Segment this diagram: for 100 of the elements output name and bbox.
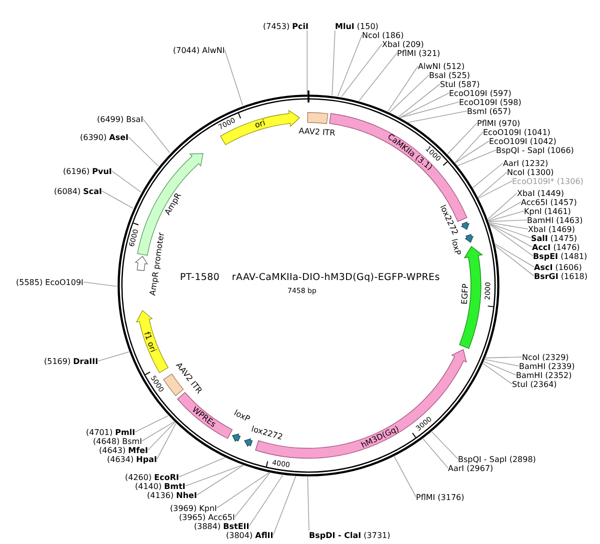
site-label: BamHI (1463) [527,216,583,224]
leader-line [484,359,520,366]
site-label: (3969) KpnI [170,504,217,512]
leader-line [482,362,512,384]
site-label: XbaI (209) [382,40,424,48]
site-label: BspDI - ClaI (3731) [309,530,390,540]
leader-line [142,118,170,154]
leader-line [307,476,310,531]
site-label: BsrGI (1618) [534,272,588,280]
leader-line [454,140,490,164]
site-label: EcoO109I (1042) [489,136,556,146]
leader-line [487,192,518,220]
site-label: XbaI (1449) [517,188,564,198]
site-label: (6390) AseI [80,132,129,142]
leader-line [196,464,244,496]
leader-line [482,360,516,376]
site-label: NcoI (186) [362,30,404,40]
leader-line [454,132,484,164]
site-label: (5169) DraIII [44,356,98,366]
leader-line [332,30,336,96]
leader-line [388,66,418,112]
feature-label: loxP [232,408,252,424]
leader-line [400,92,450,118]
site-label: EcoO109I* (1306) [512,176,584,186]
leader-line [484,356,522,358]
site-label: (3884) BstEII [194,522,250,530]
site-label: (7044) AlwNI [173,46,225,54]
leader-line [400,102,460,118]
site-label: (4140) BmtI [135,482,186,490]
site-label: AscI (1606) [534,262,582,272]
leader-line [248,474,284,526]
leader-line [488,202,522,222]
leader-line [98,352,130,362]
feature-label: AAV2 ITR [298,126,336,138]
site-label: AccI (1476) [532,242,580,252]
leader-line [398,84,440,118]
leader-line [337,34,362,97]
site-label: AarI (2967) [448,464,494,472]
site-label: StuI (587) [440,80,480,88]
feature-label: f1 ori [142,330,158,353]
site-label: NcoI (2329) [522,352,569,362]
leader-line [102,190,134,209]
leader-line [447,122,478,155]
feature-label: loxP [450,238,463,256]
leader-line [457,150,496,166]
leader-line [216,472,270,508]
site-label: (7453) PciI [263,22,308,30]
site-label: (6499) BsaI [97,114,144,124]
leader-line [488,210,524,222]
leader-line [178,456,226,478]
leader-line [488,222,532,238]
site-label: (3965) Acc65I [179,512,235,522]
site-label: XbaI (1469) [528,224,575,234]
leader-line [488,224,534,256]
leader-line [224,50,244,106]
site-label: (4643) MfeI [99,446,148,454]
site-label: BsmI (657) [467,106,511,116]
leader-line [341,44,382,98]
feature-label: EGFP [460,283,470,304]
site-label: BspQI - SapI (2898) [458,454,536,464]
site-label: AlwNI (512) [418,62,465,70]
leader-line [478,180,512,199]
site-label: EcoO109I (1041) [483,128,550,136]
leader-line [494,243,534,268]
site-label: (4701) PmlI [86,428,136,436]
site-label: KpnI (1461) [524,206,571,216]
leader-line [389,74,430,113]
site-label: BamHI (2339) [519,362,575,370]
site-label: PflMI (970) [477,118,520,128]
leader-line [488,223,532,248]
site-label: (6084) ScaI [54,186,102,196]
feature-label: ori [254,118,266,130]
site-label: (4136) NheI [147,490,197,500]
leader-line [430,430,458,460]
leader-line [112,170,142,192]
site-label: BamHI (2352) [516,370,572,380]
site-label: NcoI (1300) [507,168,554,176]
leader-line [488,220,528,222]
leader-line [142,421,175,442]
leader-line [184,464,244,486]
leader-line [272,475,296,536]
leader-line [422,438,448,468]
leader-line [306,30,308,94]
site-label: (4260) EcoRI [125,472,179,482]
site-label: (3804) AflII [226,530,274,540]
site-label: StuI (2364) [512,380,557,388]
site-label: PflMI (321) [397,48,440,58]
leader-line [83,282,118,287]
leader-line [128,136,159,167]
site-label: (5585) EcoO109I [16,278,84,286]
leader-line [358,52,398,102]
site-label: AarI (1232) [503,158,548,168]
leader-line [156,422,176,460]
site-label: BspQI - SapI (1066) [496,146,574,154]
site-label: PflMI (3176) [416,492,464,502]
leader-line [134,415,169,432]
site-label: SalI (1475) [531,234,578,242]
site-label: BsaI (525) [429,70,470,80]
leader-line [472,162,504,188]
leader-line [478,172,508,198]
